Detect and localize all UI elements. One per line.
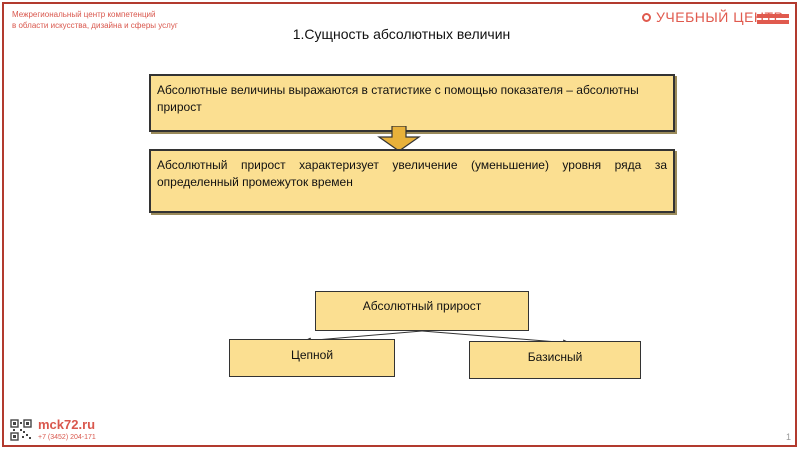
tree-connectors [303,330,571,346]
page-title: 1.Сущность абсолютных величин [292,26,511,42]
org-name-line-1: Межрегиональный центр компетенций [12,10,156,19]
page-number: 1 [785,432,791,442]
brand-tag-bar [757,14,789,18]
tree-root-box: Абсолютный прирост [315,291,529,331]
qr-code-icon [10,419,32,441]
tree-chain-box: Цепной [229,339,395,377]
description-box: Абсолютный прирост характеризует увеличе… [149,149,675,213]
brand-logo: УЧЕБНЫЙ ЦЕНТР [642,8,792,28]
footer-url: mck72.ru [38,417,96,432]
brand-tag-bar [757,20,789,24]
ring-icon [642,13,651,22]
org-name-line-2: в области искусства, дизайна и сферы усл… [12,21,178,30]
arrow-down-icon [377,126,421,152]
definition-box: Абсолютные величины выражаются в статист… [149,74,675,132]
tree-base-box: Базисный [469,341,641,379]
brand-name: УЧЕБНЫЙ ЦЕНТР [656,9,784,25]
footer-phone: +7 (3452) 204-171 [38,434,96,441]
